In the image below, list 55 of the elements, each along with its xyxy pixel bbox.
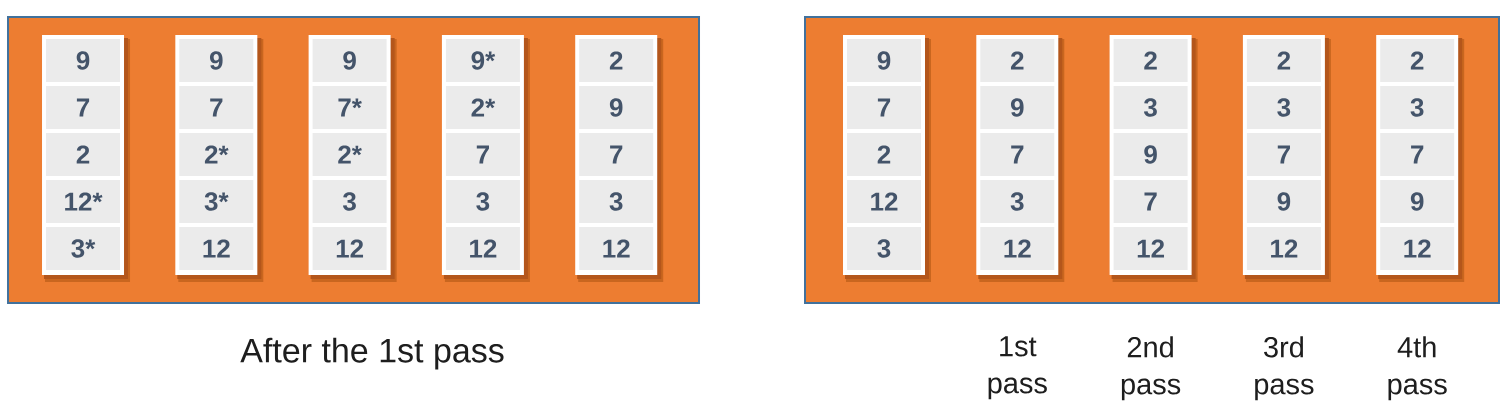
number-cell: 12 bbox=[179, 227, 254, 270]
number-cell: 9 bbox=[1246, 180, 1321, 223]
number-cell: 3 bbox=[1380, 86, 1455, 129]
number-cell: 9 bbox=[179, 39, 254, 82]
number-cell: 9* bbox=[445, 39, 520, 82]
number-cell: 2 bbox=[1380, 39, 1455, 82]
number-cell: 2 bbox=[847, 133, 921, 176]
number-cell: 12 bbox=[980, 227, 1055, 270]
number-cell: 7 bbox=[847, 86, 921, 129]
number-cell: 12 bbox=[445, 227, 520, 270]
number-cell: 3 bbox=[1113, 86, 1188, 129]
number-cell: 12 bbox=[1246, 227, 1321, 270]
number-cell: 7 bbox=[1246, 133, 1321, 176]
pass-label: 2nd pass bbox=[1121, 336, 1181, 401]
number-cell: 7 bbox=[179, 86, 254, 129]
number-cell: 7 bbox=[46, 86, 120, 129]
number-cell: 2 bbox=[1113, 39, 1188, 82]
number-cell: 12 bbox=[1380, 227, 1455, 270]
number-cell: 3 bbox=[847, 227, 921, 270]
number-cell: 9 bbox=[312, 39, 387, 82]
number-cell: 9 bbox=[1113, 133, 1188, 176]
number-cell: 2* bbox=[179, 133, 254, 176]
number-cell: 3 bbox=[579, 180, 654, 223]
number-cell: 2* bbox=[445, 86, 520, 129]
number-cell: 3* bbox=[46, 227, 120, 270]
number-cell: 12* bbox=[46, 180, 120, 223]
number-cell: 7 bbox=[1380, 133, 1455, 176]
number-cell: 2 bbox=[980, 39, 1055, 82]
number-cell: 2 bbox=[46, 133, 120, 176]
number-cell: 12 bbox=[1113, 227, 1188, 270]
number-cell: 3 bbox=[312, 180, 387, 223]
number-cell: 9 bbox=[1380, 180, 1455, 223]
number-cell: 7 bbox=[445, 133, 520, 176]
number-cell: 7* bbox=[312, 86, 387, 129]
number-cell: 3 bbox=[1246, 86, 1321, 129]
number-cell: 12 bbox=[579, 227, 654, 270]
number-cell: 9 bbox=[847, 39, 921, 82]
number-cell: 12 bbox=[847, 180, 921, 223]
pass-label: 1st pass bbox=[988, 336, 1047, 400]
pass-label: 3rd pass bbox=[1255, 336, 1314, 401]
number-cell: 9 bbox=[980, 86, 1055, 129]
number-cell: 9 bbox=[579, 86, 654, 129]
number-cell: 3 bbox=[445, 180, 520, 223]
number-cell: 3 bbox=[980, 180, 1055, 223]
number-cell: 12 bbox=[312, 227, 387, 270]
number-cell: 7 bbox=[579, 133, 654, 176]
number-cell: 3* bbox=[179, 180, 254, 223]
number-cell: 7 bbox=[1113, 180, 1188, 223]
number-cell: 2 bbox=[1246, 39, 1321, 82]
panel-label: After the 1st pass bbox=[240, 337, 504, 370]
number-cell: 2* bbox=[312, 133, 387, 176]
number-cell: 2 bbox=[579, 39, 654, 82]
number-cell: 7 bbox=[980, 133, 1055, 176]
number-cell: 9 bbox=[46, 39, 120, 82]
pass-label: 4th pass bbox=[1388, 336, 1447, 401]
